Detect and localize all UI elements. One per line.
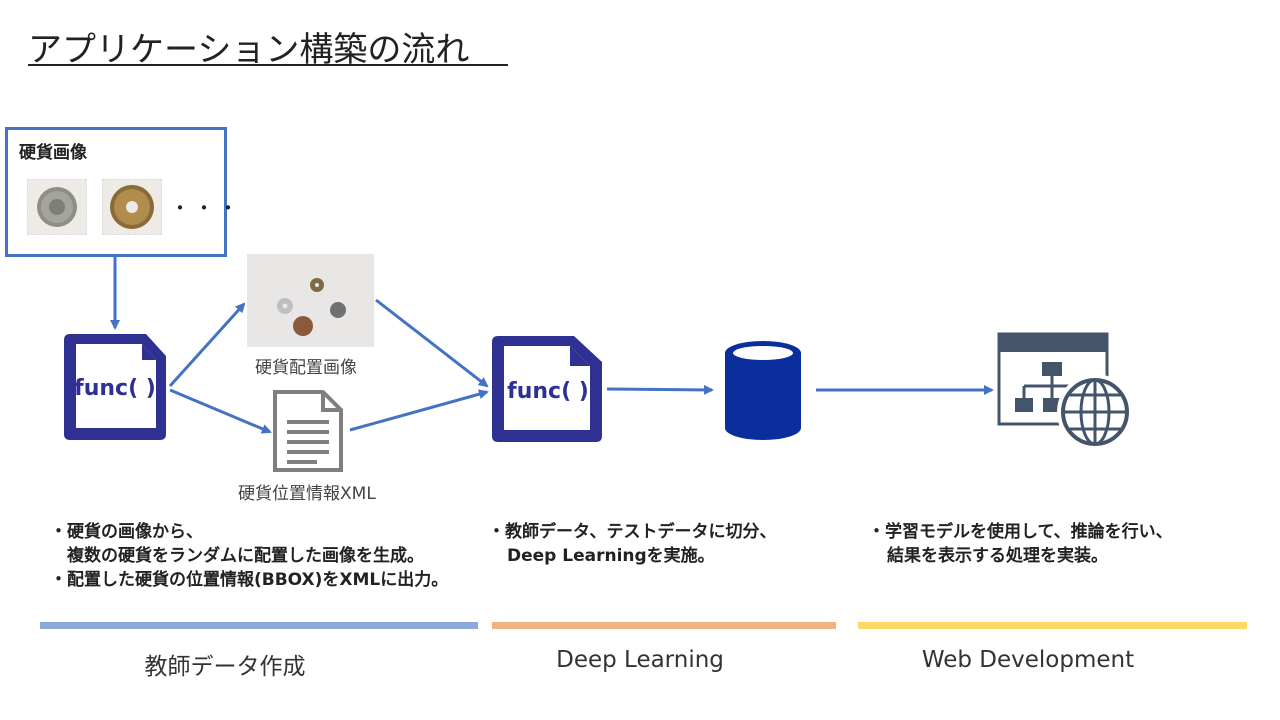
func-document-icon [492, 336, 602, 442]
phase-bar-web-development [858, 622, 1247, 629]
web-sitemap-globe-icon [997, 332, 1133, 450]
arrow-func1-to-photo [168, 302, 246, 388]
arrow-xml-to-func2 [349, 389, 489, 432]
phase-label-teacher-data: 教師データ作成 [144, 654, 306, 680]
coin-photo [102, 179, 162, 235]
arrow-func2-to-db [606, 384, 714, 395]
description-step1: ・硬貨の画像から、 複数の硬貨をランダムに配置した画像を生成。 ・配置した硬貨の… [50, 520, 448, 592]
description-line: ・教師データ、テストデータに切分、 [488, 522, 777, 542]
caption-position-xml: 硬貨位置情報XML [238, 484, 376, 504]
description-line: 結果を表示する処理を実装。 [887, 546, 1108, 566]
page-title: アプリケーション構築の流れ [28, 30, 470, 70]
description-line: ・学習モデルを使用して、推論を行い、 [868, 522, 1173, 542]
phase-label-web-development: Web Development [921, 647, 1135, 673]
flow-arrows [110, 254, 994, 434]
phase-bar-deep-learning [492, 622, 836, 629]
description-step2: ・教師データ、テストデータに切分、 Deep Learningを実施。 [488, 520, 777, 568]
coin-images-box: 硬貨画像 ・・・ [5, 127, 238, 257]
title-underline [28, 64, 508, 66]
arranged-coins-photo [247, 254, 374, 347]
phase-bar-teacher-data [40, 622, 478, 629]
description-line: 複数の硬貨をランダムに配置した画像を生成。 [67, 546, 424, 566]
arrow-func1-to-xml [169, 388, 272, 434]
arrow-photo-to-func2 [375, 298, 489, 388]
description-step3: ・学習モデルを使用して、推論を行い、 結果を表示する処理を実装。 [868, 520, 1173, 568]
coin-photo [27, 179, 87, 235]
database-icon [725, 341, 801, 440]
description-line: Deep Learningを実施。 [507, 546, 715, 566]
description-line: ・配置した硬貨の位置情報(BBOX)をXMLに出力。 [50, 570, 449, 590]
func-label-1: func( ) [74, 376, 156, 401]
description-line: ・硬貨の画像から、 [50, 522, 203, 542]
coin-images-label: 硬貨画像 [19, 143, 87, 163]
func-document-icon [64, 334, 166, 440]
more-dots: ・・・ [170, 196, 242, 220]
func-label-2: func( ) [507, 379, 589, 404]
caption-arranged-image: 硬貨配置画像 [255, 358, 357, 378]
phase-label-deep-learning: Deep Learning [556, 647, 724, 673]
xml-document-icon [273, 390, 343, 472]
